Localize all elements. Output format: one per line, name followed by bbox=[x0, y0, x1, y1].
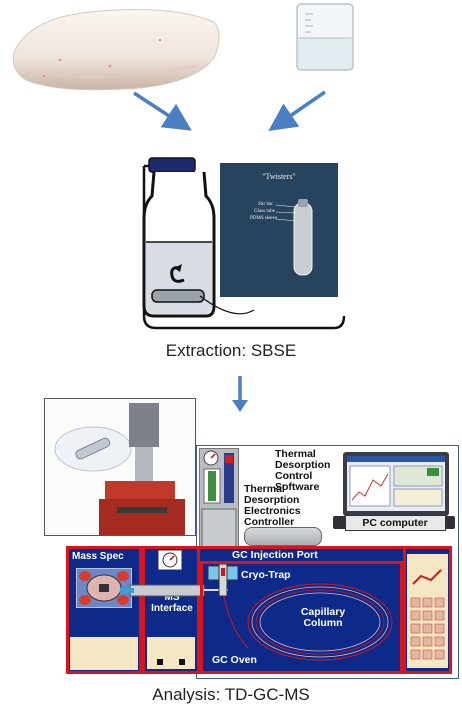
keypad-section bbox=[403, 546, 452, 674]
gc-oven-inner-border bbox=[200, 561, 403, 674]
label-td-control-software: Thermal Desorption Control Software bbox=[275, 448, 331, 493]
label-mass-spec: Mass Spec bbox=[72, 551, 124, 562]
thermal-desorption-unit-photo bbox=[44, 398, 196, 536]
mass-spec-panel bbox=[70, 637, 138, 670]
twisters-title: "Twisters" bbox=[262, 172, 296, 181]
label-capillary-column: Capillary Column bbox=[300, 606, 346, 629]
label-cryo-trap: Cryo-Trap bbox=[241, 569, 291, 581]
keypad-panel bbox=[407, 554, 448, 668]
twisters-panel: "Twisters" Stir bar Glass tube PDMS slee… bbox=[220, 163, 338, 297]
twister-part-stir-bar: Stir bar bbox=[258, 202, 273, 207]
extraction-caption: Extraction: SBSE bbox=[165, 341, 297, 360]
label-td-electronics-controller: Thermal Desorption Electronics Controlle… bbox=[244, 483, 301, 528]
arrows-to-extraction bbox=[133, 90, 326, 131]
pc-monitor bbox=[343, 452, 449, 516]
label-gc-oven: GC Oven bbox=[212, 654, 257, 666]
ms-interface-panel bbox=[147, 637, 195, 669]
pc-label-box bbox=[345, 515, 446, 531]
beaker-image bbox=[285, 0, 365, 80]
td-unit-tower bbox=[199, 448, 239, 554]
sbse-vial-diagram bbox=[134, 146, 346, 336]
mass-spec-chamber bbox=[75, 567, 133, 609]
mass-spec-section bbox=[66, 546, 142, 674]
ms-interface-gauge bbox=[157, 549, 183, 571]
label-gc-injection-port: GC Injection Port bbox=[232, 549, 318, 561]
label-pc-computer: PC computer bbox=[362, 517, 428, 529]
td-electronics-controller-box bbox=[244, 527, 322, 546]
capillary-column-coil bbox=[223, 583, 393, 661]
fish-fillet-image bbox=[0, 0, 230, 100]
arrow-to-analysis bbox=[232, 376, 248, 412]
analysis-caption: Analysis: TD-GC-MS bbox=[152, 685, 310, 704]
twister-part-glass-tube: Glass tube bbox=[254, 209, 275, 214]
twister-part-pdms-sleeve: PDMS sleeve bbox=[250, 216, 278, 221]
label-ms-interface: MS Interface bbox=[151, 592, 193, 614]
ms-interface-section bbox=[142, 546, 200, 674]
